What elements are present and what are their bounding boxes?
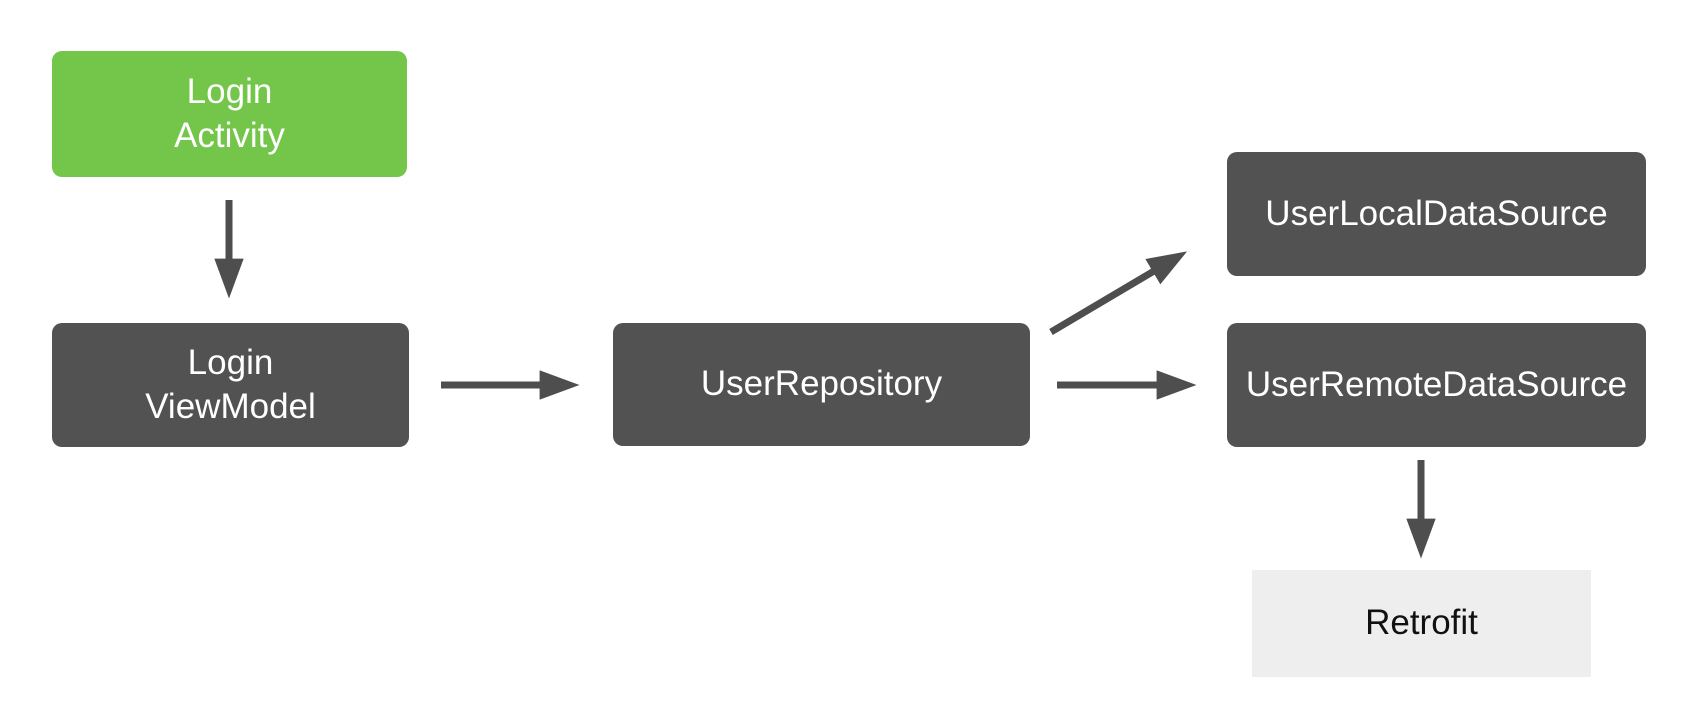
node-user-local-data-source: UserLocalDataSource [1227,152,1646,276]
node-user-local-data-source-label: UserLocalDataSource [1265,193,1608,233]
node-user-repository-label: UserRepository [700,364,943,404]
node-login-viewmodel-label: Login ViewModel [145,342,316,426]
node-login-viewmodel: Login ViewModel [52,323,409,447]
node-user-remote-data-source-label: UserRemoteDataSource [1245,364,1628,404]
node-retrofit-label: Retrofit [1365,603,1478,643]
node-user-remote-data-source: UserRemoteDataSource [1227,323,1646,447]
node-login-activity-label: Login Activity [174,71,285,155]
arrow-user-repository-to-user-local-data-source [1049,251,1188,336]
node-user-repository: UserRepository [613,323,1030,446]
node-login-activity: Login Activity [52,51,407,177]
node-retrofit: Retrofit [1252,570,1591,677]
